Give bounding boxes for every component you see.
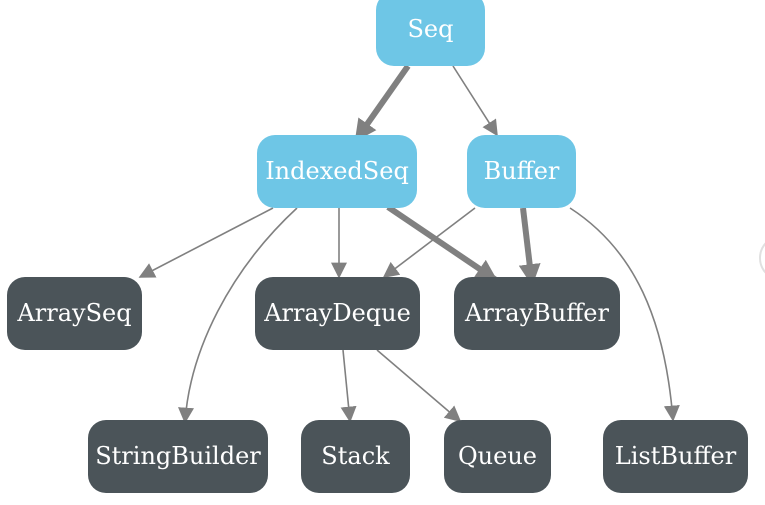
node-indexedseq-label: IndexedSeq [265, 157, 409, 185]
node-buffer[interactable]: Buffer [467, 135, 576, 208]
node-buffer-box [467, 135, 576, 208]
edge-seq-to-buffer [452, 65, 498, 137]
edge-arraydeque-to-stack [340, 349, 357, 423]
node-buffer-label: Buffer [484, 157, 560, 185]
node-stack[interactable]: Stack [301, 420, 410, 493]
node-arraybuffer-label: ArrayBuffer [464, 299, 609, 327]
node-stringbuilder-box [88, 420, 268, 493]
node-stack-box [301, 420, 410, 493]
node-listbuffer-label: ListBuffer [615, 442, 737, 470]
node-seq[interactable]: Seq [376, 0, 485, 66]
node-queue[interactable]: Queue [444, 420, 551, 493]
node-arraydeque-label: ArrayDeque [263, 299, 411, 327]
node-queue-box [444, 420, 551, 493]
node-indexedseq-box [257, 135, 417, 208]
node-stringbuilder[interactable]: StringBuilder [88, 420, 268, 493]
node-arraydeque-box [255, 277, 420, 350]
edge-indexedseq-to-stringbuilder [178, 207, 298, 424]
node-stringbuilder-label: StringBuilder [95, 442, 261, 470]
nodes-layer: Seq IndexedSeq Buffer ArraySeq ArrayDequ… [7, 0, 748, 493]
edge-indexedseq-to-arraybuffer [386, 204, 498, 283]
edge-buffer-to-listbuffer [569, 207, 680, 422]
edge-buffer-to-arraydeque [382, 207, 476, 278]
node-arrayseq-box [7, 277, 142, 350]
edge-indexedseq-to-arrayseq [138, 207, 274, 278]
node-stack-label: Stack [321, 442, 390, 470]
node-queue-label: Queue [458, 442, 537, 470]
node-seq-label: Seq [407, 15, 453, 43]
node-indexedseq[interactable]: IndexedSeq [257, 135, 417, 208]
edge-buffer-to-arraybuffer [518, 207, 541, 287]
node-listbuffer[interactable]: ListBuffer [603, 420, 748, 493]
node-arraybuffer-box [454, 277, 620, 350]
edge-seq-to-indexedseq [353, 64, 411, 142]
node-seq-box [376, 0, 485, 66]
edge-arraydeque-to-queue [376, 349, 462, 423]
node-arrayseq[interactable]: ArraySeq [7, 277, 142, 350]
node-arraybuffer[interactable]: ArrayBuffer [454, 277, 620, 350]
node-listbuffer-box [603, 420, 748, 493]
node-arraydeque[interactable]: ArrayDeque [255, 277, 420, 350]
edges-layer [138, 64, 680, 424]
node-arrayseq-label: ArraySeq [16, 299, 131, 327]
edge-clipped-circle [759, 242, 765, 274]
